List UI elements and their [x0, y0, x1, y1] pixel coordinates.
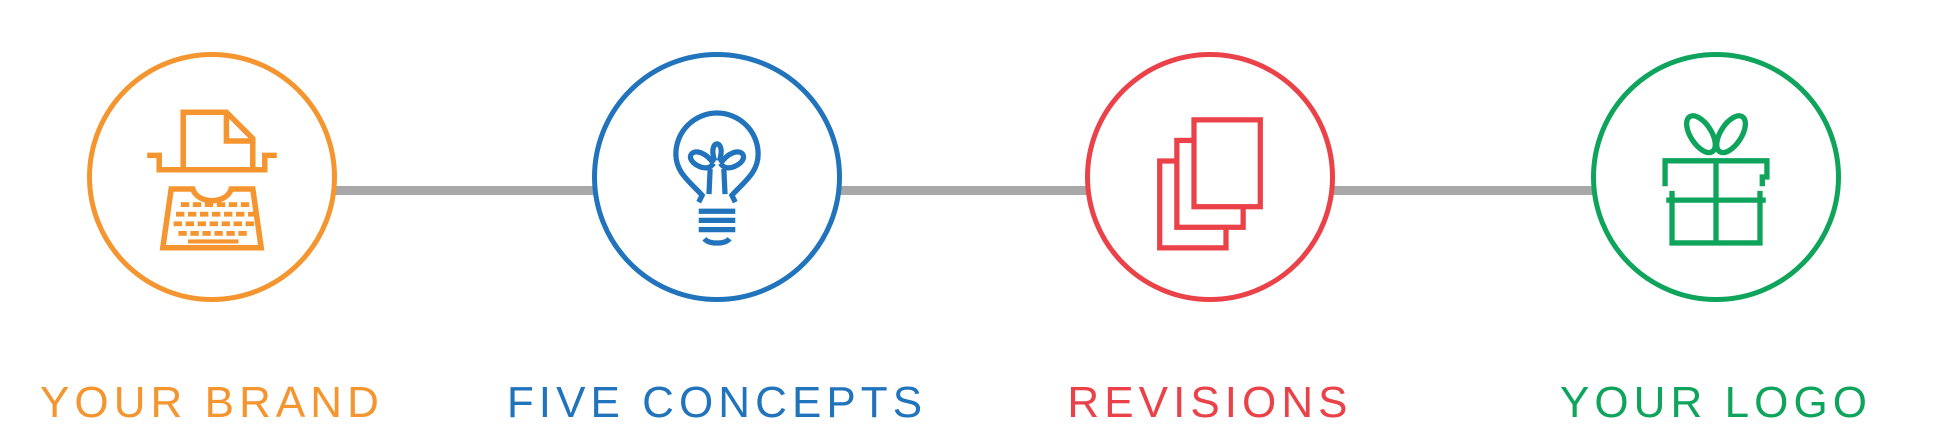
typewriter-keys	[173, 202, 257, 244]
step-your-logo: YOUR LOGO	[1560, 0, 1867, 444]
typewriter-icon	[147, 109, 277, 251]
lightbulb-icon	[673, 110, 761, 246]
stacked-papers-icon	[1157, 117, 1263, 251]
gift-icon	[1662, 113, 1770, 246]
step-your-brand: YOUR BRAND	[40, 0, 379, 444]
step-circle	[1085, 52, 1335, 302]
connector-line	[212, 186, 1716, 195]
step-revisions: REVISIONS	[1067, 0, 1348, 444]
step-circle	[592, 52, 842, 302]
step-label: FIVE CONCEPTS	[506, 378, 928, 427]
step-circle	[1591, 52, 1841, 302]
step-label: REVISIONS	[1067, 378, 1353, 427]
step-label: YOUR LOGO	[1559, 378, 1873, 427]
step-circle	[87, 52, 337, 302]
step-label: YOUR BRAND	[40, 378, 384, 427]
step-five-concepts: FIVE CONCEPTS	[507, 0, 922, 444]
